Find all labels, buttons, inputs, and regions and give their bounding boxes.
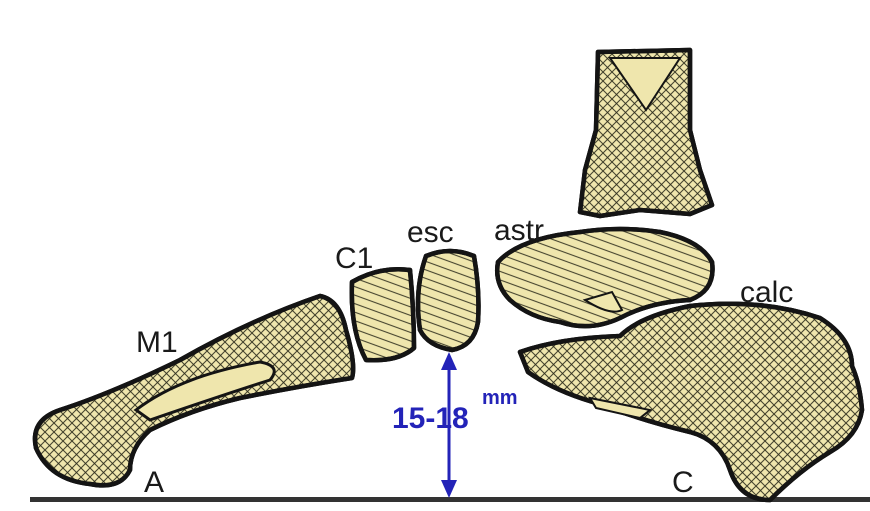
label-c: C	[672, 466, 694, 499]
label-a: A	[144, 466, 164, 499]
cuneiform-bone	[352, 269, 414, 360]
label-astr: astr	[494, 214, 544, 247]
measure-unit: mm	[482, 387, 518, 409]
tibia-bone	[580, 50, 712, 216]
metatarsal-bone	[35, 296, 353, 485]
navicular-bone	[418, 251, 479, 350]
measure-value: 15-18	[392, 402, 469, 435]
label-esc: esc	[407, 216, 454, 249]
label-calc: calc	[740, 276, 793, 309]
label-m1: M1	[136, 326, 178, 359]
label-c1: C1	[335, 242, 373, 275]
